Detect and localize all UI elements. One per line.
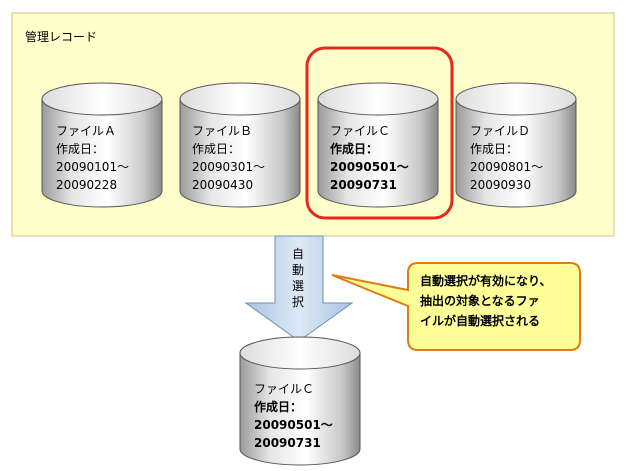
date-end: 20090731 — [254, 436, 321, 450]
callout-line-1: 自動選択が有効になり、 — [420, 273, 552, 288]
callout-line-2: 抽出の対象となるファ — [420, 293, 540, 308]
arrow-char-1: 自 — [292, 247, 304, 261]
date-start: 20090301～ — [192, 160, 265, 174]
date-end: 20090430 — [192, 178, 253, 192]
cylinder-top — [317, 82, 439, 116]
date-label: 作成日： — [330, 141, 378, 156]
callout-line-3: イルが自動選択される — [420, 313, 540, 328]
file-name: ファイルＣ — [330, 124, 390, 138]
file-cylinder-c: ファイルＣ 作成日： 20090501～ 20090731 — [317, 82, 439, 208]
callout-bubble — [331, 262, 581, 351]
cylinder-body — [317, 98, 439, 208]
arrow-char-4: 択 — [292, 295, 304, 309]
file-cylinder-b: ファイルＢ 作成日： 20090301～ 20090430 — [179, 82, 301, 208]
date-end: 20090228 — [56, 178, 117, 192]
date-end: 20090930 — [470, 178, 531, 192]
cylinder-body — [455, 98, 577, 208]
date-start: 20090501～ — [254, 418, 333, 432]
arrow-char-3: 選 — [292, 279, 304, 293]
date-label: 作成日： — [56, 142, 104, 156]
cylinder-top — [41, 82, 163, 116]
file-name: ファイルＡ — [56, 124, 116, 138]
file-name: ファイルＣ — [254, 382, 314, 396]
date-label: 作成日： — [192, 142, 240, 156]
down-arrow — [244, 235, 354, 342]
file-name: ファイルＢ — [192, 124, 252, 138]
cylinder-top — [179, 82, 301, 116]
date-start: 20090501～ — [330, 160, 409, 174]
file-cylinder-d: ファイルＤ 作成日： 20090801～ 20090930 — [455, 82, 577, 208]
arrow-char-2: 動 — [292, 263, 304, 277]
date-start: 20090101～ — [56, 160, 129, 174]
selection-highlight — [305, 46, 454, 220]
cylinder-top — [455, 82, 577, 116]
cylinder-body — [41, 98, 163, 208]
date-label: 作成日： — [254, 399, 302, 414]
cylinder-top — [239, 336, 361, 370]
date-start: 20090801～ — [470, 160, 543, 174]
panel-title: 管理レコード — [25, 29, 97, 44]
result-cylinder: ファイルＣ 作成日： 20090501～ 20090731 — [239, 336, 361, 466]
cylinder-body — [179, 98, 301, 208]
file-cylinder-a: ファイルＡ 作成日： 20090101～ 20090228 — [41, 82, 163, 208]
cylinder-body — [239, 352, 361, 466]
date-end: 20090731 — [330, 178, 397, 192]
date-label: 作成日： — [470, 142, 518, 156]
file-name: ファイルＤ — [470, 124, 530, 138]
